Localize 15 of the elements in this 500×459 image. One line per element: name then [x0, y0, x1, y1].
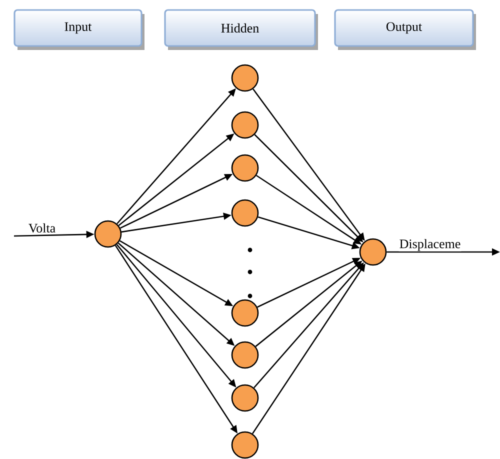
edge-label: Volta — [28, 222, 56, 234]
edge-label: Displaceme — [398, 238, 462, 252]
neuron-circle — [231, 111, 259, 139]
neuron-circle — [231, 64, 259, 92]
neuron-circle — [231, 341, 259, 369]
neuron-circle — [231, 154, 259, 182]
neuron-circle — [359, 238, 387, 266]
neuron-circle — [231, 299, 259, 327]
neuron-circle — [231, 384, 259, 412]
header-box: Input — [14, 9, 144, 50]
neuron-circle — [231, 431, 259, 459]
header-box: Hidden — [164, 9, 318, 50]
neuron-circle — [231, 199, 259, 227]
header-box: Output — [334, 9, 476, 50]
neuron-circle — [94, 220, 122, 248]
